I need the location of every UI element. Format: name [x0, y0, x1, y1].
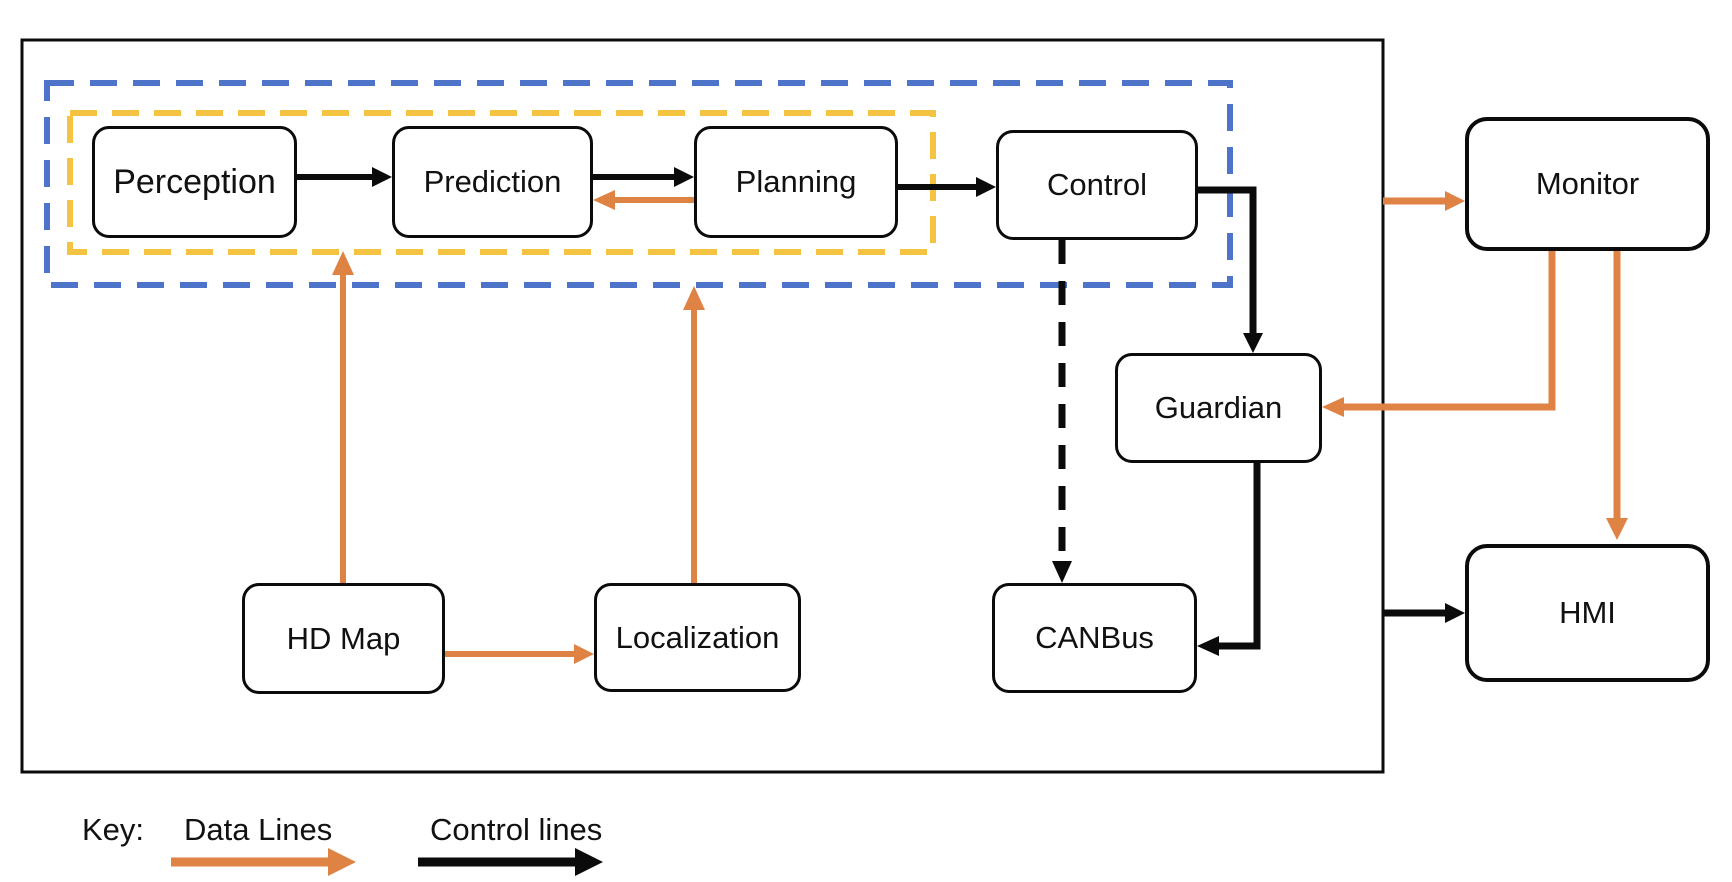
edge-monitor-to-hmi [1606, 251, 1628, 540]
edge-monitor-to-guardian [1322, 251, 1556, 417]
node-monitor-label: Monitor [1535, 166, 1640, 201]
node-perception-label: Perception [113, 162, 276, 201]
node-hd-map-label: HD Map [286, 620, 401, 656]
edge-system-to-monitor [1383, 191, 1465, 211]
edge-planning-to-prediction [593, 190, 694, 210]
node-perception: Perception [92, 126, 297, 238]
edge-hdmap-up-to-modules [332, 251, 354, 583]
node-prediction: Prediction [392, 126, 593, 238]
node-control-label: Control [1047, 167, 1147, 202]
node-localization: Localization [594, 583, 801, 692]
edge-localization-up-to-modules [683, 286, 705, 583]
node-guardian: Guardian [1115, 353, 1322, 463]
key-data-lines-label: Data Lines [184, 812, 333, 847]
key-data-line-arrow [171, 848, 356, 876]
node-hd-map: HD Map [242, 583, 445, 694]
yellow-dashed-group-box [67, 110, 936, 255]
edge-hdmap-to-localization [445, 644, 594, 664]
edge-control-to-guardian [1198, 186, 1263, 353]
edge-system-to-hmi [1383, 603, 1465, 623]
blue-dashed-group-box [44, 80, 1233, 288]
node-monitor: Monitor [1465, 117, 1710, 251]
key-control-lines-label: Control lines [430, 812, 603, 847]
edge-planning-to-control [898, 177, 996, 197]
node-guardian-label: Guardian [1154, 390, 1283, 425]
node-canbus: CANBus [992, 583, 1197, 693]
node-prediction-label: Prediction [423, 164, 562, 199]
node-hmi-label: HMI [1559, 595, 1616, 630]
key-title: Key: [82, 812, 145, 847]
edge-control-to-canbus-dashed [1052, 240, 1072, 583]
edge-prediction-to-planning [593, 167, 694, 187]
node-control: Control [996, 130, 1198, 240]
node-planning: Planning [694, 126, 898, 238]
key-control-line-arrow [418, 848, 603, 876]
node-canbus-label: CANBus [1035, 620, 1154, 655]
node-planning-label: Planning [735, 164, 857, 199]
node-localization-label: Localization [615, 619, 780, 655]
edge-perception-to-prediction [297, 167, 392, 187]
node-hmi: HMI [1465, 544, 1710, 682]
edge-guardian-to-canbus [1197, 463, 1261, 656]
